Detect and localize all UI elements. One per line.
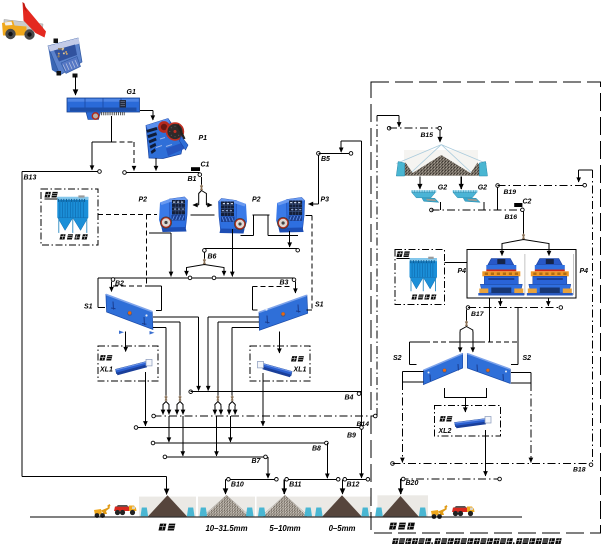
svg-text:B14: B14 — [357, 421, 370, 428]
svg-text:S1: S1 — [315, 302, 324, 309]
svg-text:B20: B20 — [406, 480, 419, 487]
svg-text:S2: S2 — [393, 355, 402, 362]
svg-text:B5: B5 — [321, 156, 330, 163]
svg-text:0–5mm: 0–5mm — [329, 524, 356, 533]
svg-text:S2: S2 — [523, 355, 532, 362]
svg-text:P4: P4 — [580, 268, 589, 275]
svg-text:S1: S1 — [84, 304, 93, 311]
svg-text:B11: B11 — [289, 481, 301, 488]
svg-text:5–10mm: 5–10mm — [269, 524, 300, 533]
svg-text:C2: C2 — [523, 199, 532, 206]
svg-text:B19: B19 — [504, 189, 517, 196]
svg-text:B9: B9 — [347, 433, 356, 440]
svg-text:XL2: XL2 — [438, 428, 452, 435]
svg-text:P2: P2 — [139, 197, 148, 204]
svg-text:B6: B6 — [208, 254, 217, 261]
svg-text:XL1: XL1 — [293, 367, 307, 374]
svg-text:B3: B3 — [280, 280, 289, 287]
svg-text:G2: G2 — [438, 185, 447, 192]
svg-text:B4: B4 — [345, 395, 354, 402]
svg-text:G1: G1 — [127, 89, 136, 96]
svg-text:C1: C1 — [201, 162, 210, 169]
svg-text:10–31.5mm: 10–31.5mm — [205, 524, 247, 533]
svg-text:G2: G2 — [478, 185, 487, 192]
svg-text:B10: B10 — [231, 481, 244, 488]
svg-text:P4: P4 — [458, 268, 467, 275]
svg-text:B8: B8 — [312, 446, 321, 453]
svg-text:P1: P1 — [199, 135, 208, 142]
svg-text:B13: B13 — [24, 175, 37, 182]
svg-text:B16: B16 — [505, 214, 518, 221]
svg-text:B1: B1 — [188, 176, 197, 183]
svg-text:B12: B12 — [347, 481, 360, 488]
svg-text:B18: B18 — [573, 467, 586, 474]
svg-text:P2: P2 — [252, 197, 261, 204]
svg-text:B17: B17 — [471, 311, 485, 318]
svg-text:P3: P3 — [321, 197, 330, 204]
svg-text:XL1: XL1 — [99, 367, 113, 374]
svg-text:B15: B15 — [421, 132, 434, 139]
svg-text:B7: B7 — [252, 458, 262, 465]
svg-text:B2: B2 — [115, 281, 124, 288]
